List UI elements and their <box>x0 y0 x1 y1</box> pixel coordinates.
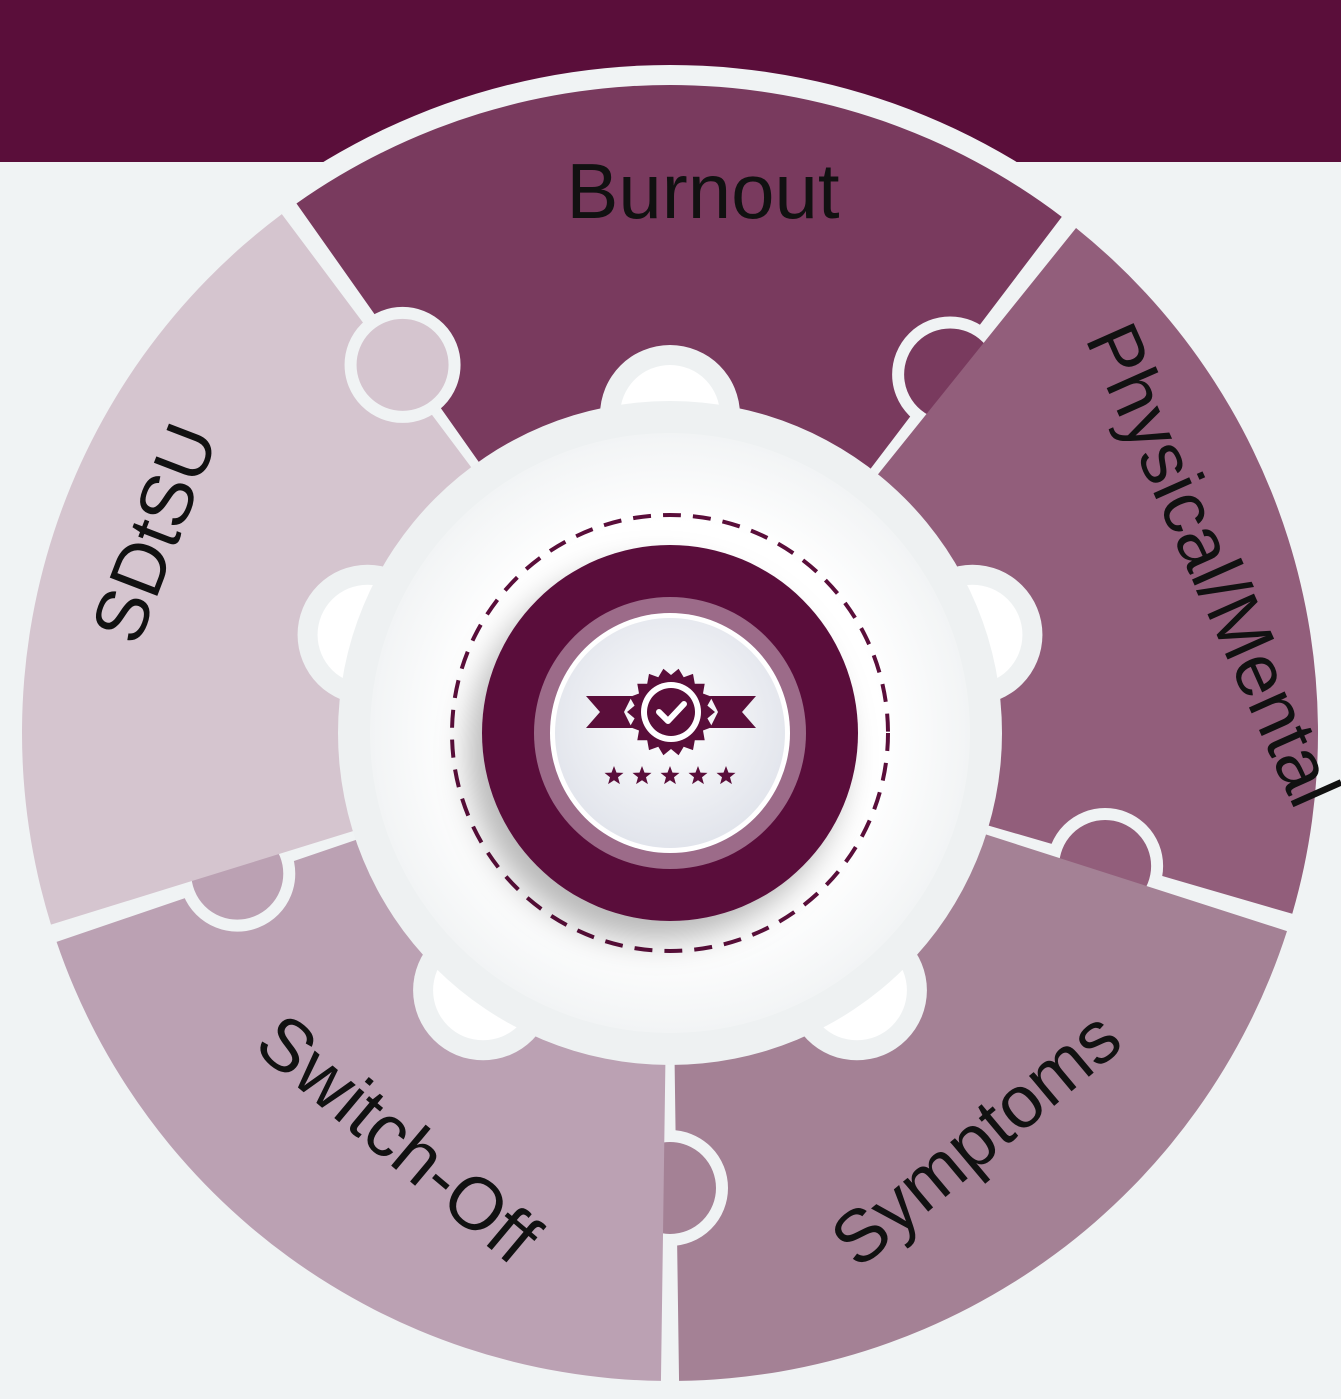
star-icon <box>660 766 680 785</box>
star-icon <box>604 766 624 785</box>
quality-badge-icon <box>586 668 756 756</box>
dashed-ring <box>450 513 890 953</box>
puzzle-segment-burnout <box>296 85 1062 495</box>
puzzle-segments <box>21 85 1318 1381</box>
star-icon <box>688 766 708 785</box>
puzzle-tab-sdtsu <box>344 306 461 423</box>
puzzle-segment-symptoms <box>674 824 1287 1381</box>
star-icon <box>716 766 736 785</box>
puzzle-segment-switchoff <box>56 829 666 1381</box>
star-icon <box>632 766 652 785</box>
segment-label-burnout: Burnout <box>566 147 840 235</box>
five-stars-icon <box>604 766 736 785</box>
